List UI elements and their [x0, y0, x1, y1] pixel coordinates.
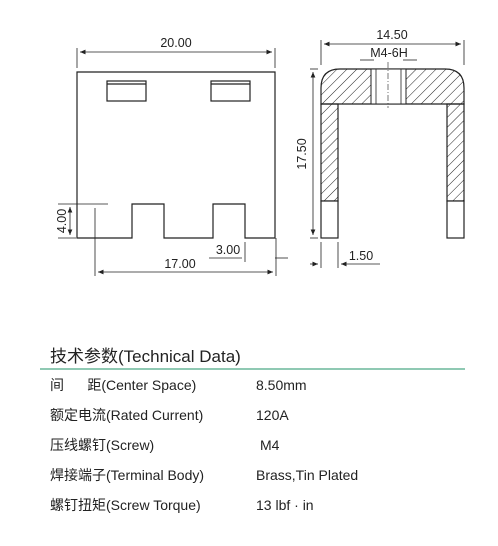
front-width-label: 20.00 — [160, 36, 191, 50]
spec-label: 间 距(Center Space) — [50, 377, 197, 393]
side-dimensions — [310, 40, 465, 268]
front-view — [76, 71, 276, 239]
side-thickness-label: 1.50 — [349, 249, 373, 263]
spec-value: 120A — [256, 407, 289, 423]
side-height-label: 17.50 — [295, 138, 309, 169]
front-inner-width-label: 17.00 — [164, 257, 195, 271]
spec-label: 额定电流(Rated Current) — [50, 407, 204, 423]
spec-value: M4 — [260, 437, 280, 453]
front-dimensions — [58, 48, 288, 276]
spec-value: 8.50mm — [256, 377, 307, 393]
side-right-leg — [446, 103, 465, 202]
front-slot-height-label: 4.00 — [55, 209, 69, 233]
front-outline — [76, 71, 276, 239]
spec-value: 13 lbf · in — [256, 497, 314, 513]
spec-label: 螺钉扭矩(Screw Torque) — [50, 497, 201, 513]
front-right-window — [210, 80, 251, 102]
front-left-window — [106, 80, 147, 102]
technical-drawing: 20.00 4.00 17.00 3.00 14.50 M4-6H 17.50 … — [55, 28, 465, 276]
spec-label: 焊接端子(Terminal Body) — [50, 467, 205, 483]
technical-data-title: 技术参数(Technical Data) — [50, 347, 241, 366]
side-left-tip — [320, 200, 339, 239]
side-left-leg — [320, 103, 339, 202]
spec-label: 压线螺钉(Screw) — [50, 437, 155, 453]
spec-value: Brass,Tin Plated — [256, 467, 359, 483]
front-slot-width-label: 3.00 — [216, 243, 240, 257]
screw-thread-label: M4-6H — [370, 46, 408, 60]
side-width-label: 14.50 — [376, 28, 407, 42]
screw-hole — [370, 68, 407, 105]
side-view — [320, 62, 465, 239]
section-divider — [40, 368, 465, 370]
side-right-tip — [446, 200, 465, 239]
